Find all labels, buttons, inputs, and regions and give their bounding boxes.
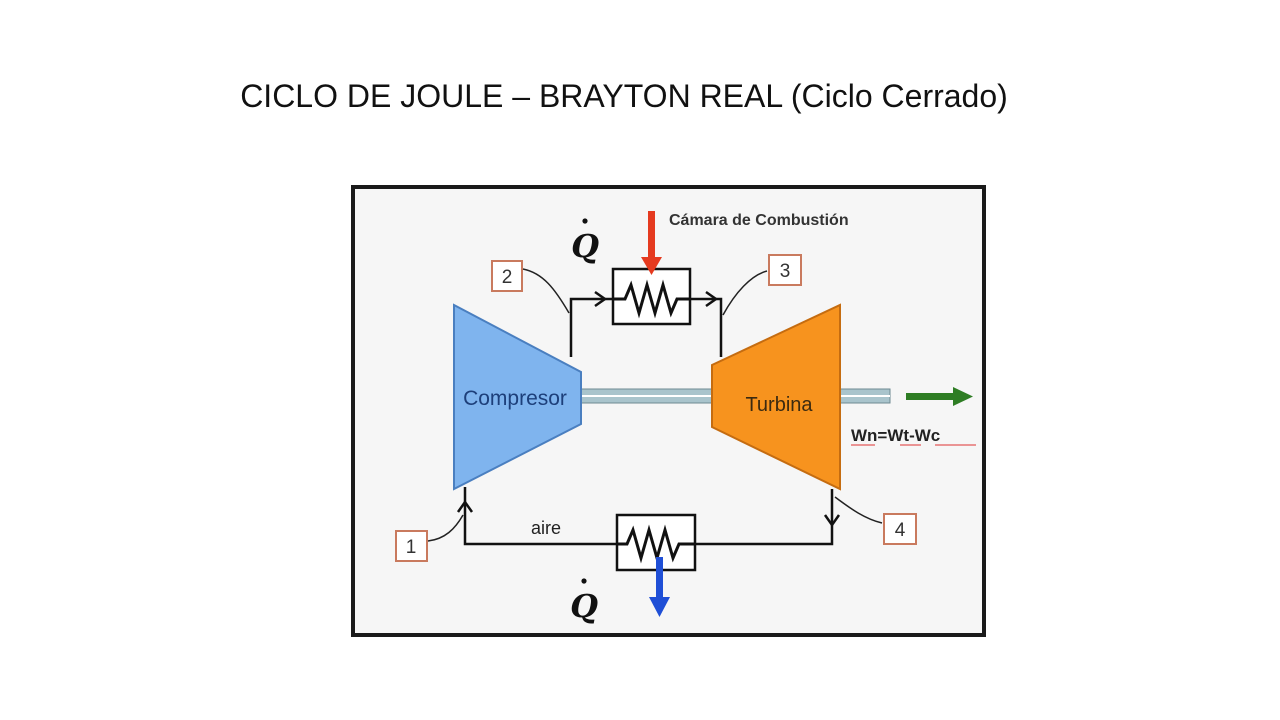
state-marker-4: 4	[834, 496, 917, 545]
state-label-2: 2	[502, 267, 513, 288]
heat-out-label: Q	[570, 587, 598, 625]
state-marker-2: 2	[491, 260, 570, 314]
state-label-1: 1	[406, 537, 417, 558]
heat-output-arrow	[649, 557, 670, 617]
brayton-cycle-diagram: Compresor Turbina	[395, 211, 976, 625]
combustion-chamber-label: Cámara de Combustión	[669, 212, 849, 229]
state-marker-3: 3	[722, 254, 802, 316]
high-pressure-line	[569, 290, 723, 357]
state-label-3: 3	[780, 261, 791, 282]
turbine	[711, 303, 841, 491]
heat-in-dot	[582, 218, 588, 224]
state-marker-1: 1	[395, 514, 464, 562]
heat-in-symbol: Q	[571, 218, 599, 265]
slide-title: CICLO DE JOULE – BRAYTON REAL (Ciclo Cer…	[240, 78, 1008, 114]
heat-out-dot	[581, 578, 587, 584]
heat-out-symbol: Q	[570, 578, 598, 625]
fluid-label: aire	[531, 518, 561, 538]
shaft	[574, 388, 891, 404]
heat-in-label: Q	[571, 227, 599, 265]
heat-input-arrow	[641, 211, 662, 275]
net-work-arrow	[906, 387, 973, 406]
combustion-chamber	[611, 267, 692, 326]
state-label-4: 4	[895, 520, 906, 541]
turbine-label: Turbina	[745, 394, 813, 416]
compressor	[453, 303, 582, 491]
low-pressure-line	[456, 487, 841, 546]
net-work-label: Wn=Wt-Wc	[851, 426, 940, 445]
cycle-diagram-frame: Compresor Turbina	[351, 185, 986, 637]
compressor-label: Compresor	[463, 387, 567, 410]
